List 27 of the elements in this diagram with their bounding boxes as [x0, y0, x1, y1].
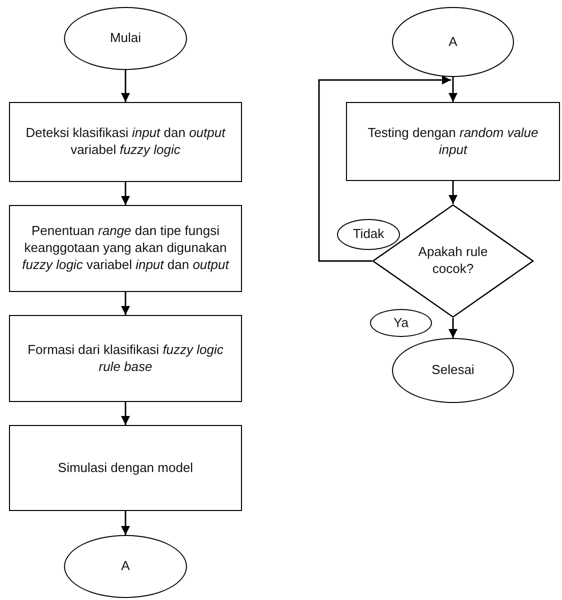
- process-box: [346, 102, 560, 181]
- arrow: [448, 77, 458, 102]
- node-text: Selesai: [432, 362, 474, 379]
- arrow: [121, 182, 130, 205]
- node-text: Formasi dari klasifikasi fuzzy logic rule base: [26, 342, 224, 376]
- process-box: [9, 425, 242, 511]
- node-text: Tidak: [352, 226, 384, 243]
- node-text: Testing dengan random value input: [366, 124, 540, 158]
- arrow: [121, 511, 130, 535]
- process-box: [9, 205, 242, 292]
- node-text: Ya: [394, 314, 408, 332]
- arrow: [121, 402, 130, 425]
- node-text: A: [448, 34, 458, 50]
- arrow: [318, 76, 451, 262]
- arrow: [448, 318, 458, 338]
- node-text: Mulai: [110, 30, 142, 47]
- node-text: Deteksi klasifikasi input dan output variabel fuzzy logic: [24, 125, 227, 159]
- terminal-ellipse: [337, 219, 400, 250]
- process-box: [9, 102, 242, 182]
- arrow: [448, 181, 458, 204]
- node-text: Penentuan range dan tipe fungsi keanggotaan yang akan digunakan fuzzy logic variabel input dan output: [21, 223, 230, 274]
- node-text: Apakah rule cocok?: [417, 244, 489, 278]
- process-box: [9, 315, 242, 402]
- node-text: Simulasi dengan model: [58, 460, 194, 476]
- node-text: A: [121, 558, 130, 575]
- arrow: [121, 70, 130, 102]
- arrow: [121, 292, 130, 315]
